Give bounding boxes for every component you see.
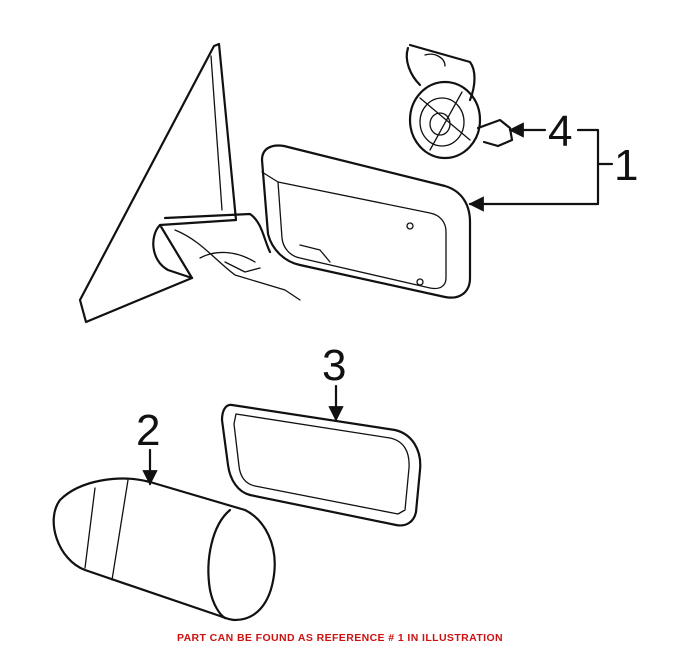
callout-2: 2 bbox=[136, 406, 160, 455]
callout-1: 1 bbox=[614, 141, 638, 190]
footer-note: PART CAN BE FOUND AS REFERENCE # 1 IN IL… bbox=[176, 632, 504, 644]
callout-3: 3 bbox=[322, 341, 346, 390]
leader-lines bbox=[142, 122, 614, 486]
mirror-glass-drawing bbox=[220, 403, 422, 527]
callout-1-bracket bbox=[468, 128, 600, 212]
mirror-assembly-drawing bbox=[78, 42, 472, 324]
cover-cap-drawing bbox=[52, 477, 276, 622]
mirror-motor-drawing bbox=[405, 43, 514, 160]
callout-4: 4 bbox=[548, 107, 572, 156]
